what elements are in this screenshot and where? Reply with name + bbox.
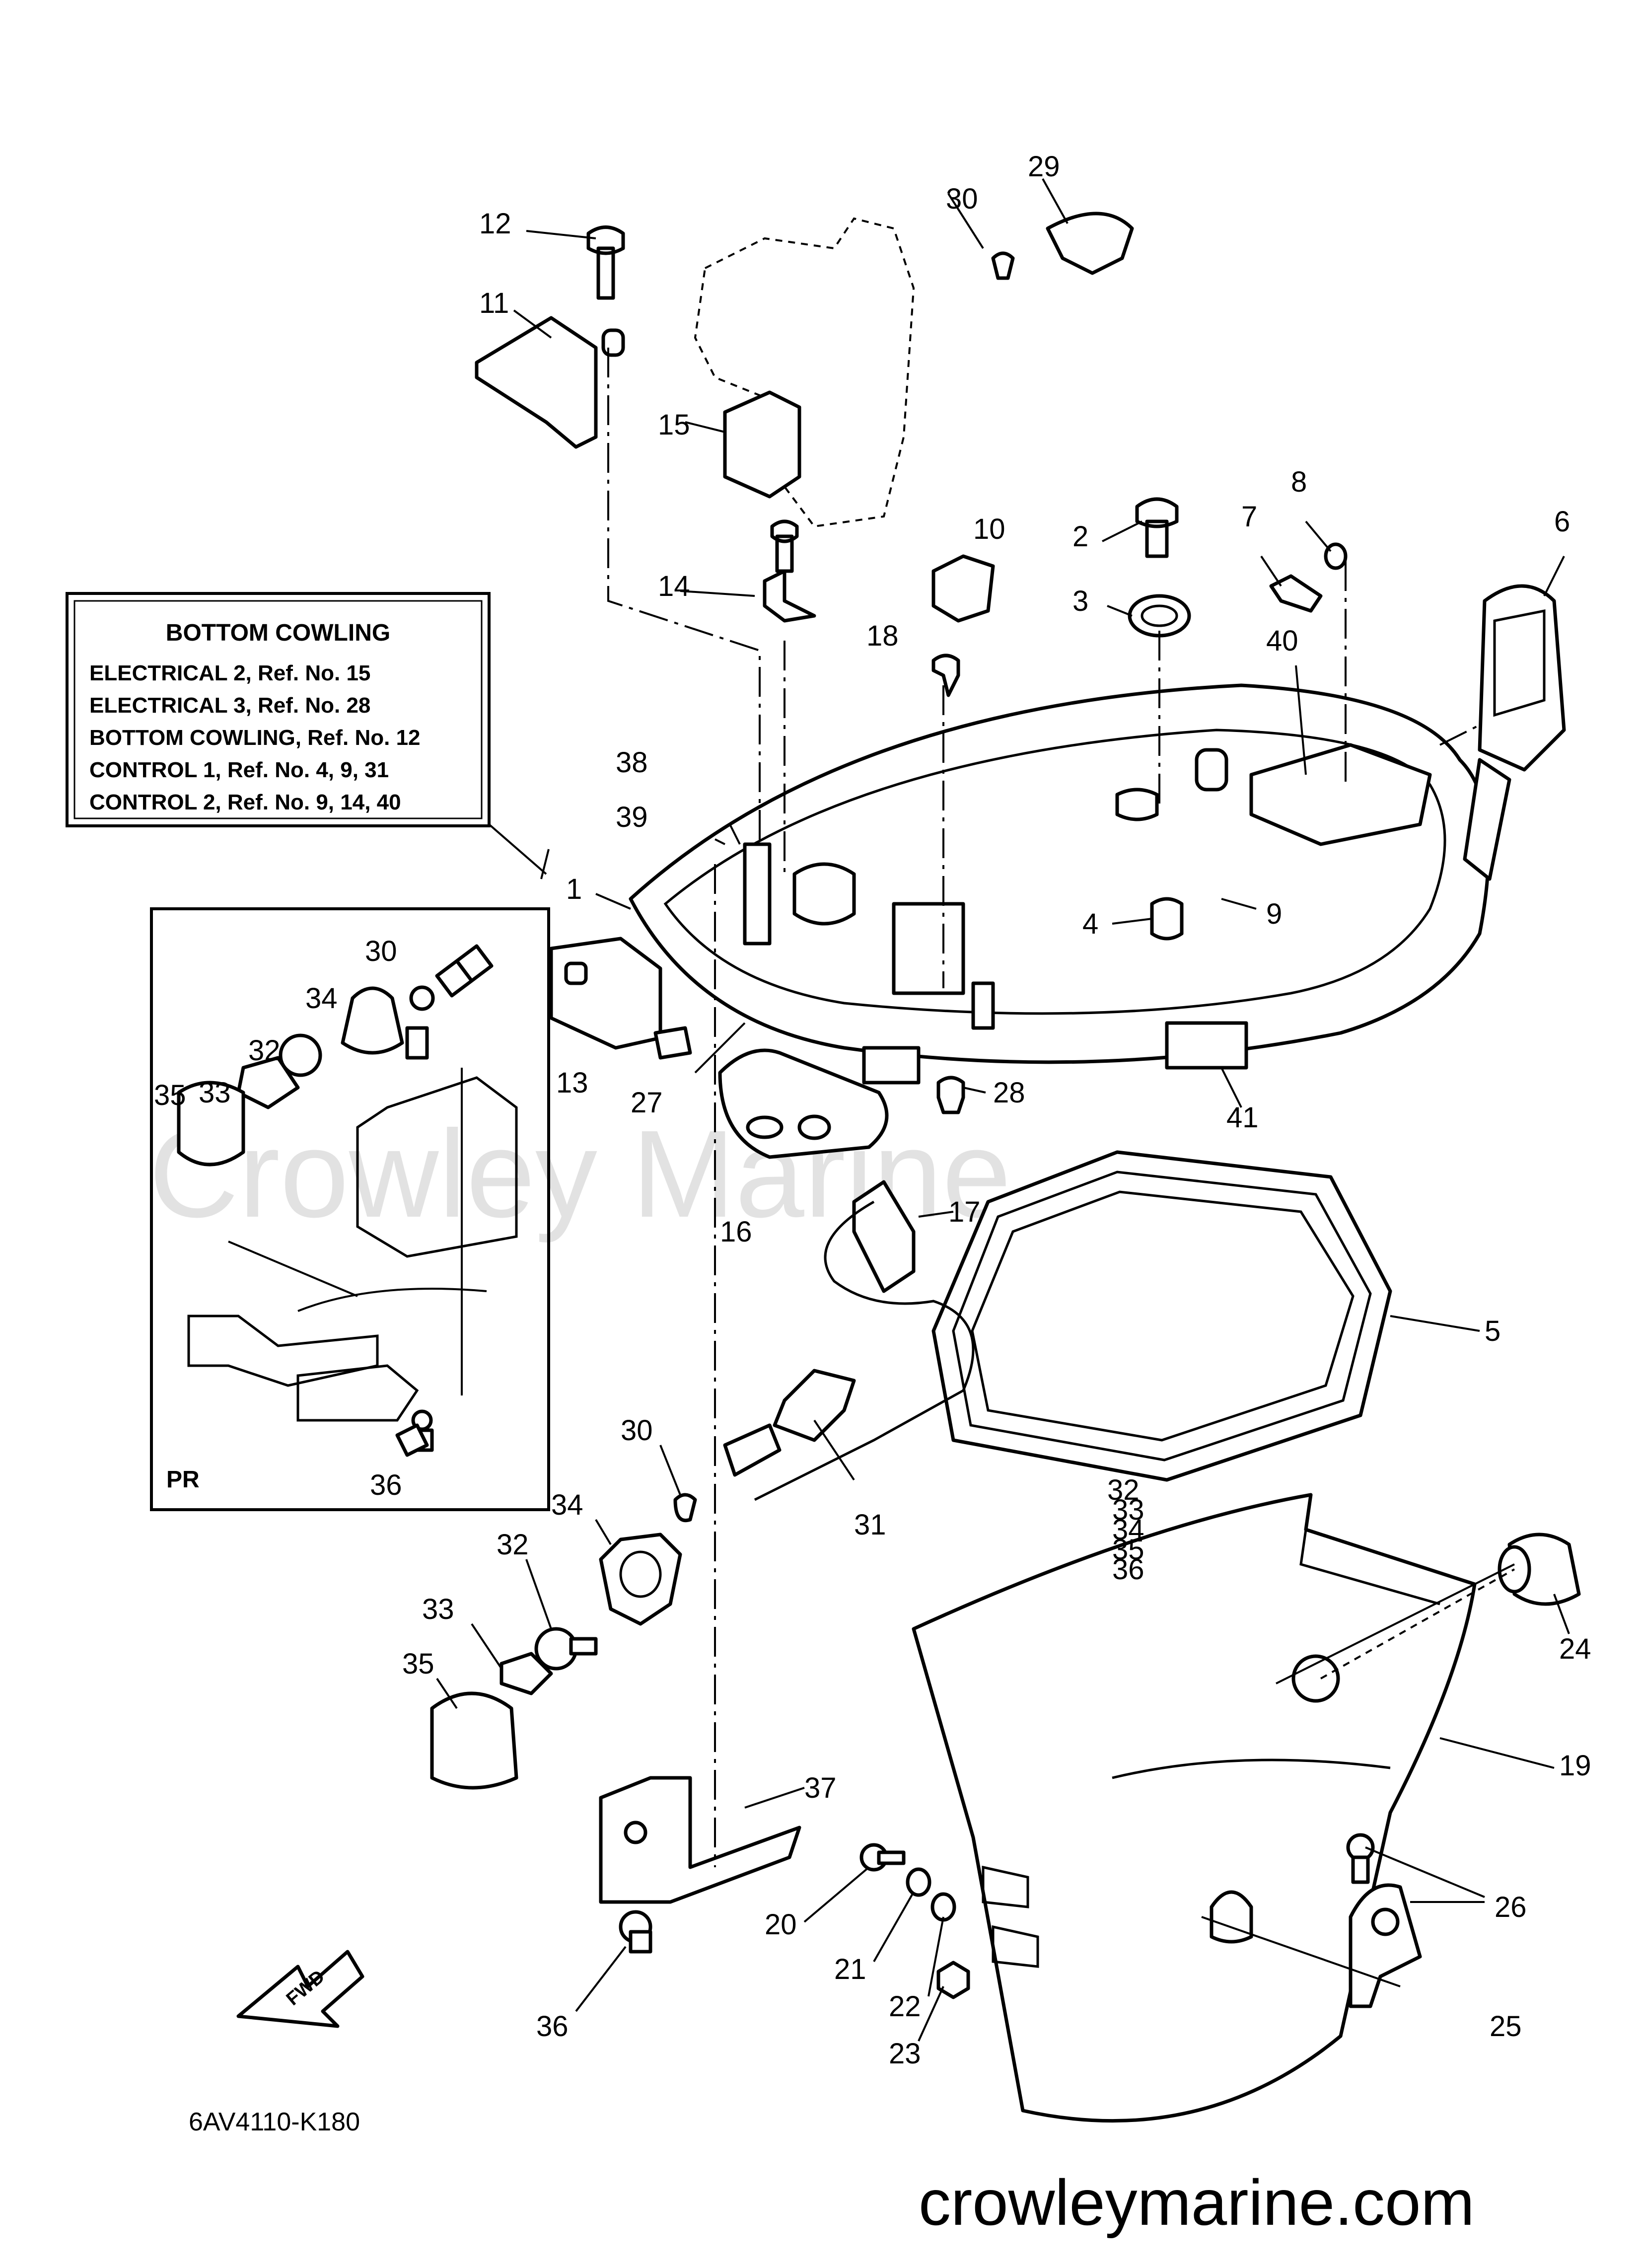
reference-row: ELECTRICAL 3, Ref. No. 28	[89, 693, 370, 718]
nut	[599, 1533, 682, 1626]
handle-bracket	[475, 316, 598, 449]
cap	[1478, 584, 1566, 772]
callout-31: 31	[854, 1509, 886, 1541]
callout-28: 28	[993, 1077, 1025, 1109]
svg-text:34: 34	[305, 982, 338, 1015]
callout-29: 29	[1028, 150, 1060, 183]
callout-12: 12	[479, 208, 511, 240]
callout-36: 36	[1112, 1553, 1144, 1586]
callout-32: 32	[1107, 1474, 1140, 1506]
callout-27: 27	[631, 1087, 663, 1119]
inset-callouts: 30 34 32 33 35 36	[154, 935, 402, 1501]
mount	[430, 1691, 518, 1790]
callout-26: 26	[1495, 1891, 1527, 1923]
switch-panel	[718, 1048, 889, 1159]
callout-17: 17	[948, 1196, 981, 1228]
callout-11: 11	[479, 287, 509, 319]
fwd-arrow: FWD	[236, 1950, 364, 2028]
lower-cover	[912, 1493, 1477, 2123]
svg-text:36: 36	[370, 1469, 402, 1501]
callout-33: 33	[1112, 1494, 1144, 1526]
callout-36-lower: 36	[536, 2010, 569, 2043]
callout-2: 2	[1072, 520, 1088, 553]
inset-pr-box: PR	[150, 907, 550, 1511]
callout-33-lower: 33	[422, 1593, 454, 1625]
reference-row: CONTROL 1, Ref. No. 4, 9, 31	[89, 758, 389, 782]
svg-text:30: 30	[365, 935, 397, 967]
bolt	[586, 225, 625, 300]
callout-6: 6	[1554, 506, 1570, 538]
svg-text:35: 35	[154, 1079, 186, 1111]
callout-23: 23	[889, 2038, 921, 2070]
reference-row: CONTROL 2, Ref. No. 9, 14, 40	[89, 790, 401, 814]
callout-7: 7	[1241, 501, 1257, 533]
grommet-13	[549, 937, 662, 1050]
reference-row: BOTTOM COWLING, Ref. No. 12	[89, 726, 421, 750]
callout-1: 1	[566, 873, 582, 905]
callout-35: 35	[1112, 1534, 1144, 1566]
callout-9: 9	[1266, 898, 1282, 930]
callout-5: 5	[1485, 1315, 1500, 1347]
callout-25: 25	[1490, 2010, 1522, 2043]
reference-box-title: BOTTOM COWLING	[166, 620, 390, 646]
callout-39: 39	[616, 801, 648, 833]
callout-13: 13	[556, 1067, 588, 1099]
callout-24: 24	[1559, 1633, 1591, 1665]
callout-21: 21	[834, 1953, 866, 1985]
callout-32-lower: 32	[497, 1529, 529, 1561]
bracket	[1349, 1883, 1422, 2008]
callout-8: 8	[1291, 466, 1307, 498]
callout-41: 41	[1226, 1101, 1259, 1134]
gasket	[931, 1150, 1392, 1482]
grommet	[1507, 1533, 1581, 1606]
callout-40: 40	[1266, 625, 1298, 657]
callout-22: 22	[889, 1990, 921, 2023]
footer-url[interactable]: crowleymarine.com	[919, 2166, 1475, 2239]
callout-4: 4	[1082, 908, 1098, 940]
callout-14: 14	[658, 570, 690, 602]
svg-text:33: 33	[199, 1077, 231, 1109]
hose	[1046, 212, 1134, 275]
reference-box: BOTTOM COWLING ELECTRICAL 2, Ref. No. 15…	[66, 592, 491, 827]
diagram-code: 6AV4110-K180	[189, 2108, 360, 2136]
callout-30-lower: 30	[621, 1414, 653, 1447]
callout-38: 38	[616, 746, 648, 779]
callout-16: 16	[720, 1216, 752, 1248]
callout-19: 19	[1559, 1750, 1591, 1782]
reference-row: ELECTRICAL 2, Ref. No. 15	[89, 661, 370, 685]
callout-18: 18	[866, 620, 899, 652]
plate	[599, 1776, 801, 1904]
callout-3: 3	[1072, 585, 1088, 617]
leader-lines	[436, 178, 1570, 2042]
bottom-cowling-body	[629, 683, 1511, 1085]
callout-35-lower: 35	[402, 1648, 434, 1680]
svg-text:32: 32	[248, 1034, 281, 1067]
callout-37: 37	[804, 1772, 837, 1804]
callout-34-lower: 34	[551, 1489, 583, 1521]
callout-10: 10	[973, 513, 1005, 545]
callout-labels: 1 2 3 4 5 6 7 8 9 10 11 12 13 14 15 16 1…	[402, 150, 1591, 2070]
callout-30: 30	[946, 183, 978, 215]
cable	[754, 1200, 975, 1501]
callout-15: 15	[658, 409, 690, 441]
callout-34: 34	[1112, 1514, 1144, 1546]
inset-label: PR	[166, 1466, 200, 1493]
callout-20: 20	[765, 1908, 797, 1941]
